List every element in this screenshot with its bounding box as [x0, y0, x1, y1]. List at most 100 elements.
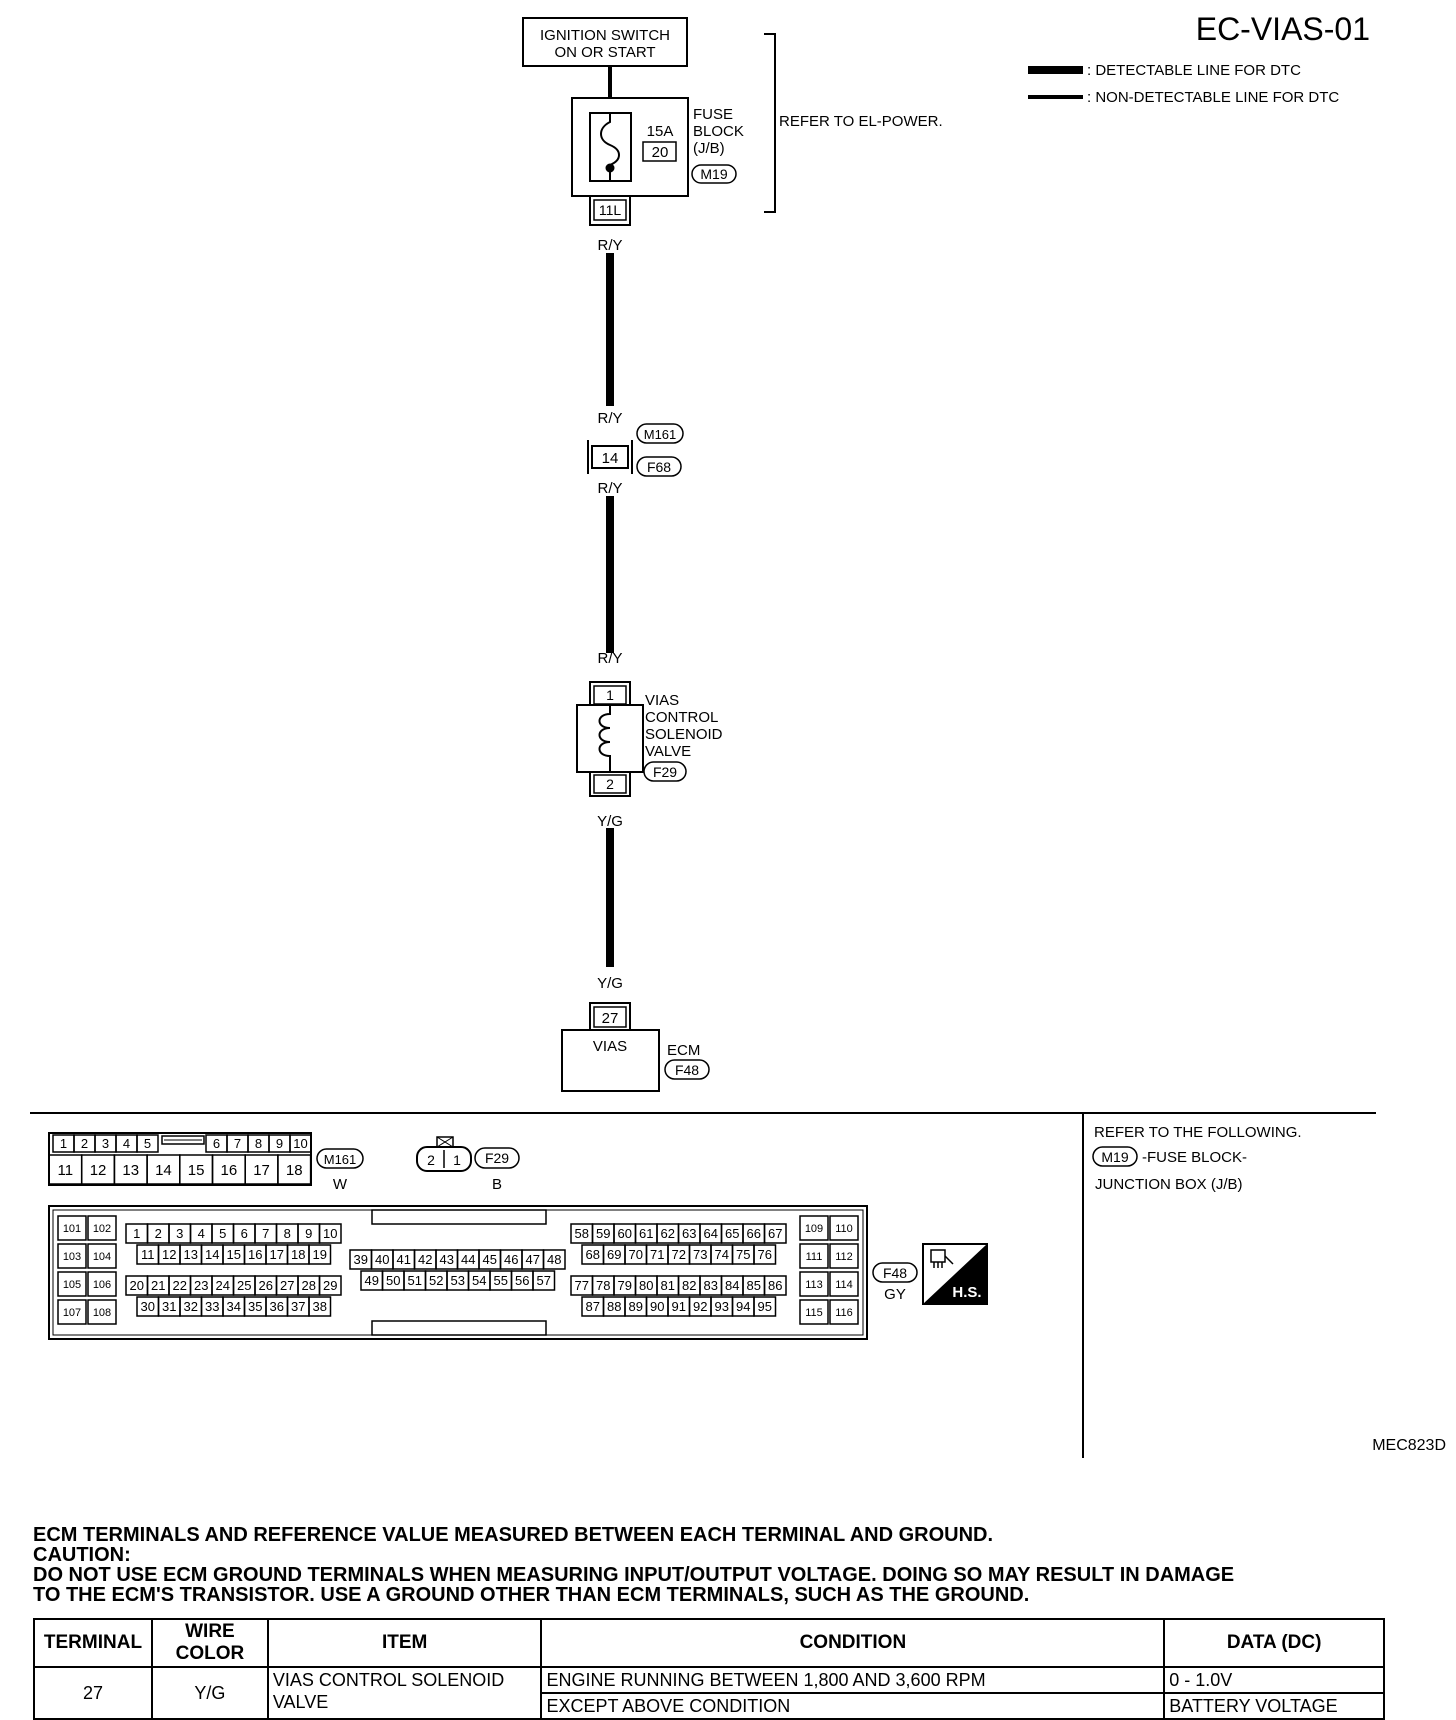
solenoid-pin2: 2	[606, 776, 614, 792]
fuse-terminal-box	[593, 199, 627, 221]
connector-pin-label: 93	[715, 1299, 729, 1314]
connector-pin-label: 72	[672, 1247, 686, 1262]
refer-following-line1: REFER TO THE FOLLOWING.	[1094, 1124, 1302, 1141]
refer-following-badge	[1092, 1146, 1138, 1167]
connector-pin-label: 31	[162, 1299, 176, 1314]
connector-pin-label: 34	[227, 1299, 241, 1314]
connector-pin-label: 1	[60, 1136, 67, 1151]
connector-pin-label: 39	[354, 1252, 368, 1267]
solenoid-pin1: 1	[606, 687, 614, 703]
connector-pin-label: 3	[176, 1226, 183, 1241]
refer-bracket	[764, 33, 776, 213]
connector-pin-label: 83	[704, 1278, 718, 1293]
connector-pin-label: 56	[515, 1273, 529, 1288]
f29-pin-2: 2	[427, 1152, 435, 1168]
connector-pin-label: 8	[284, 1226, 291, 1241]
connector-pin-label: 85	[747, 1278, 761, 1293]
ecm-label: ECM	[667, 1042, 700, 1059]
refer-el-power: REFER TO EL-POWER.	[779, 113, 943, 130]
connector-pin-label: 43	[440, 1252, 454, 1267]
connector-pin-label: 91	[672, 1299, 686, 1314]
solenoid-label4: VALVE	[645, 743, 691, 760]
m161-key	[161, 1135, 205, 1145]
connector-pin-cell	[87, 1243, 117, 1269]
connector-pin-label: 66	[747, 1226, 761, 1241]
connector-pin-label: 68	[586, 1247, 600, 1262]
fuse-amp: 15A	[647, 123, 674, 140]
connector-pin-label: 86	[768, 1278, 782, 1293]
header-item: ITEM	[266, 1618, 543, 1668]
caution-line2: TO THE ECM'S TRANSISTOR. USE A GROUND OT…	[33, 1584, 1030, 1606]
connector-pin-cell	[799, 1215, 829, 1241]
caution-heading: ECM TERMINALS AND REFERENCE VALUE MEASUR…	[33, 1524, 994, 1546]
connector-pin-label: 51	[408, 1273, 422, 1288]
connector-pin-label: 60	[618, 1226, 632, 1241]
connector-pin-cell	[318, 1223, 342, 1244]
header-data: DATA (DC)	[1163, 1618, 1385, 1668]
connector-pin-label: 16	[221, 1162, 238, 1179]
connector-pin-label: 55	[494, 1273, 508, 1288]
ignition-switch-line1: IGNITION SWITCH	[540, 27, 670, 44]
connector-pin-cell	[763, 1275, 787, 1296]
connector-pin-label: 82	[682, 1278, 696, 1293]
connector-pin-label: 41	[397, 1252, 411, 1267]
connector-pin-label: 109	[805, 1223, 823, 1235]
connector-pin-label: 42	[418, 1252, 432, 1267]
connector-pin-label: 8	[255, 1136, 262, 1151]
connector-pin-label: 102	[93, 1223, 111, 1235]
connector-pin-label: 52	[429, 1273, 443, 1288]
connector-pin-label: 13	[122, 1162, 139, 1179]
connector-pin-label: 4	[123, 1136, 130, 1151]
fuse-block-label3: (J/B)	[693, 140, 725, 157]
connector-pin-label: 6	[241, 1226, 248, 1241]
connector-pin-cell	[829, 1299, 859, 1325]
connector-pin-label: 45	[483, 1252, 497, 1267]
joint-terminal-box	[591, 445, 629, 469]
solenoid-pin2-housing	[589, 772, 631, 797]
cell-terminal: 27	[33, 1666, 153, 1720]
table-row: 27 Y/G VIAS CONTROL SOLENOID VALVE ENGIN…	[33, 1666, 1385, 1720]
connector-pin-label: 7	[234, 1136, 241, 1151]
connector-pin-label: 5	[219, 1226, 226, 1241]
caution-block: ECM TERMINALS AND REFERENCE VALUE MEASUR…	[33, 1525, 1393, 1605]
connector-pin-cell	[87, 1271, 117, 1297]
m161-code: M161	[324, 1152, 357, 1167]
connector-pin-label: 15	[227, 1247, 241, 1262]
connector-pin-label: 76	[758, 1247, 772, 1262]
connector-pin-label: 35	[248, 1299, 262, 1314]
connector-pin-label: 17	[270, 1247, 284, 1262]
connector-pin-label: 9	[276, 1136, 283, 1151]
connector-pin-label: 65	[725, 1226, 739, 1241]
connector-pin-label: 80	[639, 1278, 653, 1293]
connector-pin-label: 40	[375, 1252, 389, 1267]
wire-color-ry-2: R/Y	[597, 410, 622, 427]
connector-pin-label: 75	[736, 1247, 750, 1262]
ecm-connector-badge	[664, 1059, 710, 1080]
connector-pin-label: 89	[629, 1299, 643, 1314]
connector-pin-label: 92	[693, 1299, 707, 1314]
connector-pin-label: 9	[305, 1226, 312, 1241]
connector-pin-label: 48	[547, 1252, 561, 1267]
f48-code: F48	[883, 1265, 907, 1281]
connector-pin-label: 49	[365, 1273, 379, 1288]
wire-color-yg-2: Y/G	[597, 975, 623, 992]
connector-pin-label: 12	[162, 1247, 176, 1262]
cell-item: VIAS CONTROL SOLENOID VALVE	[266, 1666, 543, 1720]
connector-pin-label: 33	[205, 1299, 219, 1314]
connector-pin-label: 61	[639, 1226, 653, 1241]
ecm-connector: F48	[675, 1062, 699, 1078]
solenoid-label2: CONTROL	[645, 709, 718, 726]
connector-pin-label: 107	[63, 1307, 81, 1319]
connector-pin-label: 74	[715, 1247, 729, 1262]
joint-conn-bottom: F68	[647, 459, 671, 475]
connector-pin-label: 11	[58, 1162, 74, 1179]
connector-pin-cell	[753, 1244, 777, 1265]
connector-pin-label: 47	[526, 1252, 540, 1267]
connector-pin-label: 77	[575, 1278, 589, 1293]
connector-pin-label: 10	[293, 1136, 307, 1151]
connector-pin-label: 87	[586, 1299, 600, 1314]
wire-color-ry-4: R/Y	[597, 650, 622, 667]
connector-pin-label: 111	[806, 1251, 823, 1263]
